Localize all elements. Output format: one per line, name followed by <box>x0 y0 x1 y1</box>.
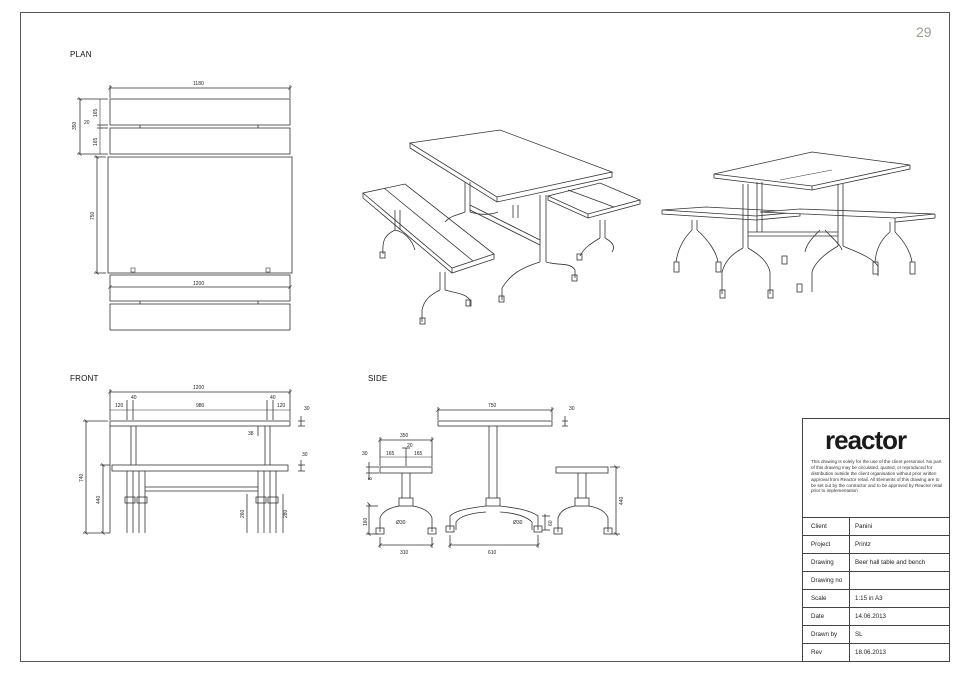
side-dim-pipe-a: Ø30 <box>396 520 406 526</box>
front-dim-bench-height: 440 <box>96 495 102 504</box>
plan-table-top <box>107 156 293 274</box>
front-dim-inner: 980 <box>196 403 205 409</box>
plan-dim-top-width: 1180 <box>193 81 204 87</box>
front-dim-apron: 38 <box>248 431 254 437</box>
side-dim-bench-base: 310 <box>400 550 409 556</box>
title-row-value: Panini <box>855 523 873 530</box>
title-row-drawn-by: Drawn by SL <box>803 625 949 644</box>
side-dim-foot-r: 60 <box>548 520 554 526</box>
title-row-label: Date <box>811 613 825 620</box>
side-dim-post: 20 <box>407 443 413 449</box>
side-dim-rail: 8 <box>368 477 374 480</box>
reactor-logo: reactor <box>825 425 907 455</box>
front-view <box>83 389 305 535</box>
title-block: reactor This drawing is solely for the u… <box>802 418 950 662</box>
title-row-drawing-no: Drawing no <box>803 571 949 590</box>
perspective-view-rear <box>661 151 936 299</box>
side-dim-seat-b: 165 <box>414 451 423 457</box>
front-dim-height: 740 <box>79 473 85 482</box>
side-dim-bench-width: 350 <box>400 433 409 439</box>
side-dim-foot-h: 160 <box>363 517 369 526</box>
front-dim-left-offset: 120 <box>115 403 124 409</box>
perspective-view-front <box>362 129 642 325</box>
front-dim-right-offset: 120 <box>277 403 286 409</box>
title-row-project: Project Printz <box>803 535 949 554</box>
title-row-label: Scale <box>811 595 827 602</box>
plan-bench-board <box>109 303 291 331</box>
title-row-label: Drawing no <box>811 577 843 584</box>
title-row-scale: Scale 1:15 in A3 <box>803 589 949 608</box>
front-view-label: FRONT <box>70 374 99 383</box>
side-dim-table-base: 610 <box>488 550 497 556</box>
side-view <box>366 407 620 548</box>
plan-dim-board-a: 165 <box>93 108 99 117</box>
plan-dim-board-b: 165 <box>93 137 99 146</box>
plan-dim-table-width: 1200 <box>193 281 204 287</box>
plan-bench-board <box>109 127 291 155</box>
title-row-value: Printz <box>855 541 871 548</box>
front-dim-table-leg: 280 <box>283 509 289 518</box>
title-row-client: Client Panini <box>803 517 949 536</box>
plan-dim-gap: 20 <box>84 120 90 126</box>
side-dim-seat-thk: 30 <box>362 451 368 457</box>
title-row-label: Drawing <box>811 559 834 566</box>
title-row-value: 14.06.2013 <box>855 613 886 620</box>
plan-bench-board <box>109 98 291 126</box>
page-number: 29 <box>916 24 932 40</box>
title-row-label: Drawn by <box>811 631 838 638</box>
title-row-value: 1:15 in A3 <box>855 595 883 602</box>
plan-view <box>77 85 293 331</box>
title-row-label: Client <box>811 523 827 530</box>
front-dim-right-leg: 40 <box>270 395 276 401</box>
side-dim-table-top: 750 <box>488 403 497 409</box>
plan-view-label: PLAN <box>70 50 92 59</box>
title-row-value: SL <box>855 631 863 638</box>
front-dim-bench-leg: 260 <box>240 509 246 518</box>
side-dim-bench-height: 440 <box>619 496 625 505</box>
front-dim-left-leg: 40 <box>131 395 137 401</box>
disclaimer-text: This drawing is solely for the use of th… <box>811 459 943 494</box>
title-row-value: 18.06.2013 <box>855 649 886 656</box>
page-border <box>20 12 950 662</box>
front-dim-bench-thk: 30 <box>302 452 308 458</box>
title-row-date: Date 14.06.2013 <box>803 607 949 626</box>
title-row-rev: Rev 18.06.2013 <box>803 643 949 662</box>
plan-dim-table-depth: 750 <box>90 211 96 220</box>
side-dim-top-thk: 30 <box>569 406 575 412</box>
side-dim-seat-a: 165 <box>386 451 395 457</box>
plan-dim-depth-total: 350 <box>72 121 78 130</box>
title-row-label: Project <box>811 541 831 548</box>
side-view-label: SIDE <box>368 374 388 383</box>
side-dim-pipe-b: Ø30 <box>513 520 523 526</box>
front-dim-top-thk: 30 <box>304 406 310 412</box>
front-dim-overall: 1200 <box>193 385 204 391</box>
plan-bench-board <box>109 274 291 302</box>
title-row-drawing: Drawing Beer hall table and bench <box>803 553 949 572</box>
title-row-label: Rev <box>811 649 823 656</box>
title-row-value: Beer hall table and bench <box>855 559 926 566</box>
